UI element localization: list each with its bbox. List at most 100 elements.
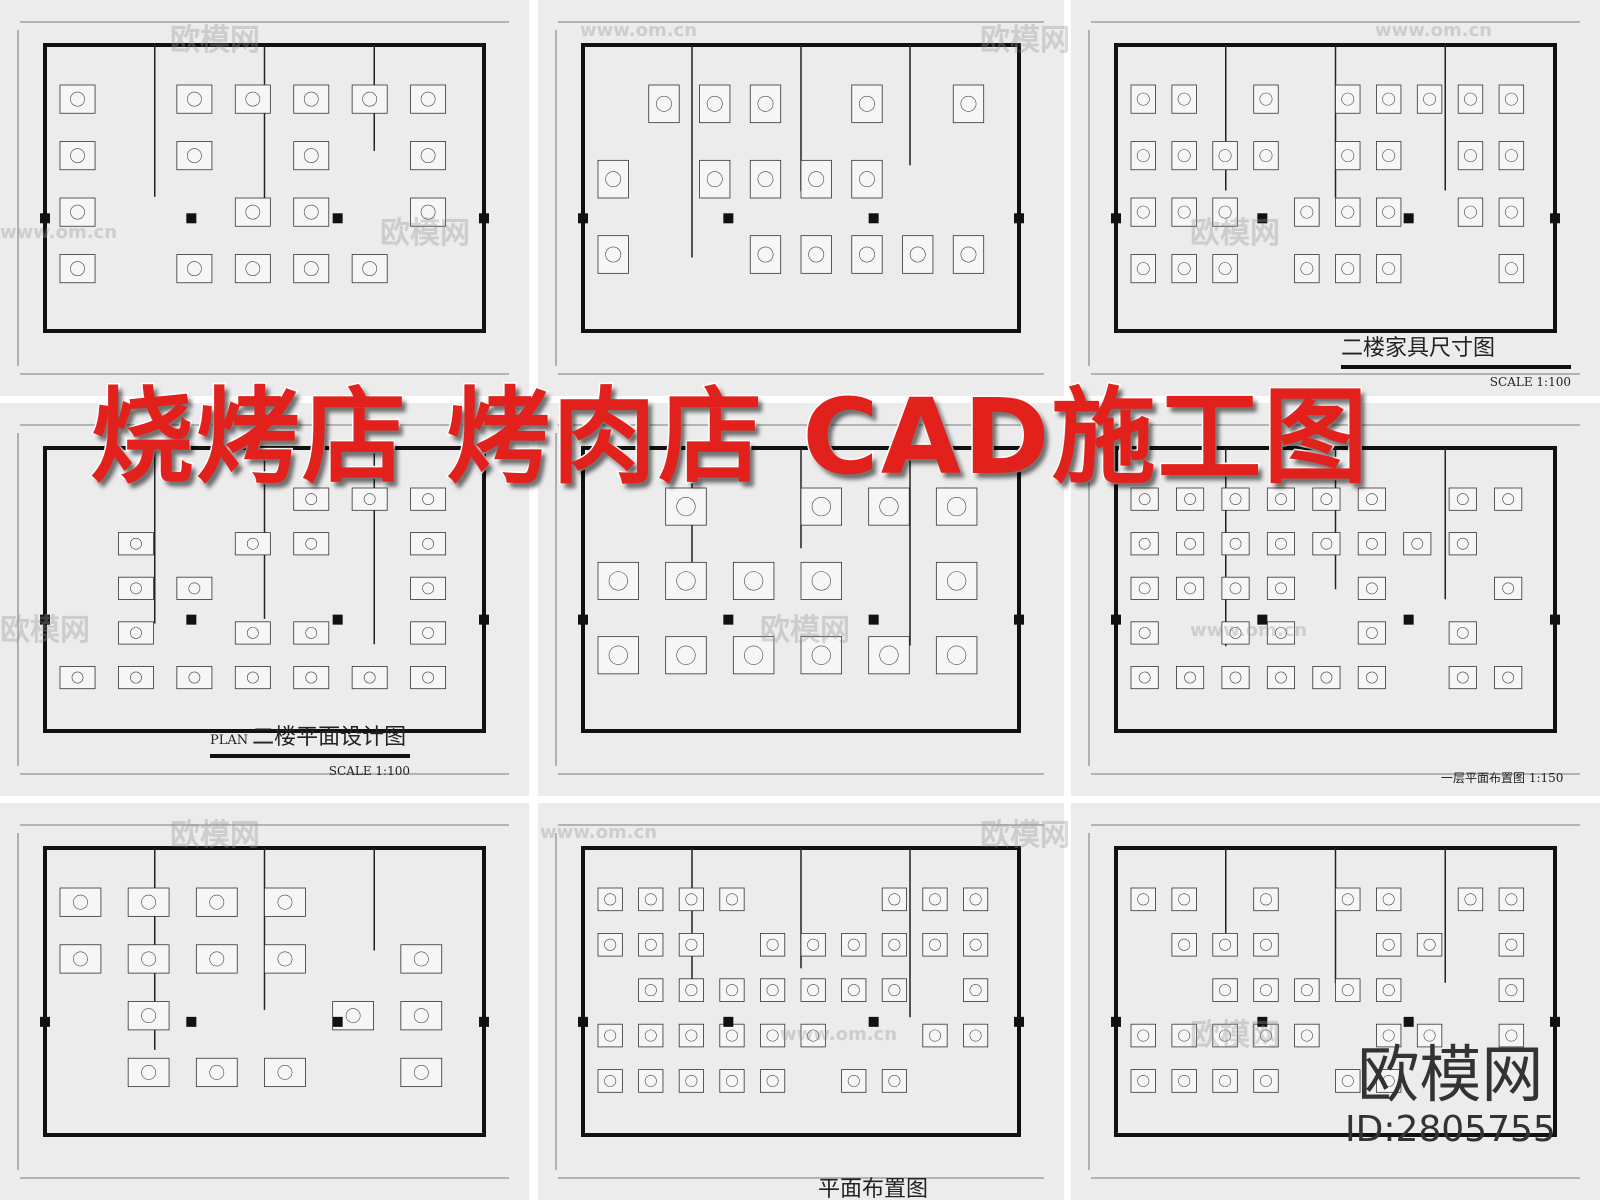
grill-icon	[1178, 893, 1191, 906]
brand-logo: 欧模网 ID:2805755	[1345, 1040, 1556, 1150]
grill-icon	[1502, 582, 1515, 595]
grill-icon	[422, 627, 434, 639]
grill-icon	[1423, 92, 1437, 106]
grill-icon	[1275, 627, 1287, 639]
dining-table	[1357, 621, 1386, 645]
grill-icon	[246, 627, 259, 639]
cad-panel-9	[1071, 803, 1600, 1200]
grill-icon	[676, 645, 696, 665]
grill-icon	[1502, 493, 1515, 506]
floor-plan-drawing	[555, 21, 1044, 375]
watermark: 欧模网	[380, 216, 470, 251]
scale-text: 1:150	[1528, 771, 1564, 785]
dining-table	[264, 887, 306, 917]
cad-panel-2	[538, 0, 1064, 396]
dining-table	[1221, 487, 1250, 511]
grill-icon	[1178, 1029, 1191, 1042]
dining-table	[1294, 197, 1320, 227]
dining-table	[59, 944, 102, 974]
grill-icon	[969, 1029, 982, 1042]
grill-icon	[71, 671, 84, 684]
dining-table	[719, 978, 745, 1002]
dining-table	[1221, 532, 1250, 556]
dining-table	[1212, 932, 1238, 957]
dining-table	[1403, 532, 1432, 556]
dining-table	[1498, 141, 1525, 171]
dining-table	[597, 887, 623, 912]
grill-icon	[605, 246, 622, 263]
grill-icon	[1218, 262, 1232, 276]
dining-table	[1457, 197, 1484, 227]
grill-icon	[1464, 893, 1477, 906]
grill-icon	[604, 938, 617, 951]
grill-icon	[345, 1008, 361, 1024]
structural-column	[479, 614, 489, 625]
dining-table	[118, 621, 154, 645]
grill-icon	[766, 984, 779, 997]
grill-icon	[1177, 92, 1191, 106]
grill-icon	[1259, 1074, 1272, 1087]
dining-table	[800, 1023, 826, 1048]
dining-table	[851, 235, 883, 274]
dining-table	[962, 978, 989, 1002]
grill-icon	[141, 1065, 157, 1080]
dining-table	[195, 944, 238, 974]
dining-table	[638, 887, 664, 912]
grill-icon	[685, 1074, 698, 1087]
dining-table	[1335, 84, 1361, 114]
dining-table	[400, 1001, 443, 1031]
grill-icon	[305, 537, 318, 550]
dining-table	[1375, 1023, 1402, 1048]
dining-table	[293, 141, 330, 171]
dining-table	[922, 932, 948, 957]
grill-icon	[1382, 205, 1396, 219]
dining-table	[1171, 1069, 1197, 1093]
dining-table	[638, 1023, 664, 1048]
grill-icon	[1504, 262, 1518, 276]
dining-table	[1253, 141, 1279, 171]
dining-table	[1494, 665, 1523, 690]
grill-icon	[1464, 92, 1477, 106]
grill-icon	[811, 571, 831, 591]
grill-icon	[706, 95, 723, 112]
dining-table	[1294, 978, 1320, 1002]
structural-column	[578, 213, 588, 224]
structural-column	[479, 213, 489, 224]
grill-icon	[130, 627, 142, 639]
caption-text: 一层平面布置图	[1441, 771, 1526, 785]
grill-icon	[1136, 149, 1150, 163]
dining-table	[176, 84, 213, 114]
dining-table	[1375, 197, 1402, 227]
grill-icon	[807, 938, 820, 951]
floor-plan-drawing	[17, 21, 509, 375]
grill-icon	[969, 938, 982, 951]
dining-table	[351, 665, 388, 690]
dining-table	[1130, 576, 1159, 600]
grill-icon	[277, 1065, 293, 1080]
grill-icon	[1300, 205, 1314, 219]
dining-table	[800, 932, 826, 957]
dining-table	[1312, 665, 1341, 690]
grill-icon	[1320, 493, 1333, 506]
grill-icon	[130, 671, 142, 684]
grill-icon	[422, 537, 434, 550]
grill-icon	[422, 493, 434, 506]
grill-icon	[420, 204, 436, 220]
structural-column	[578, 1016, 588, 1027]
dining-table	[1171, 197, 1197, 227]
dining-table	[719, 887, 745, 912]
dining-table	[293, 532, 330, 556]
grill-icon	[141, 951, 157, 967]
dining-table	[638, 1069, 664, 1093]
grill-icon	[1138, 627, 1151, 639]
grill-icon	[209, 951, 225, 967]
dining-table	[410, 665, 447, 690]
dining-table	[1266, 532, 1295, 556]
dining-table	[935, 636, 978, 675]
dining-table	[293, 487, 330, 511]
dining-table	[1335, 254, 1361, 284]
grill-icon	[245, 91, 261, 107]
grill-icon	[362, 91, 378, 107]
cad-panel-8: 平面布置图	[538, 803, 1064, 1200]
grill-icon	[1365, 537, 1378, 550]
